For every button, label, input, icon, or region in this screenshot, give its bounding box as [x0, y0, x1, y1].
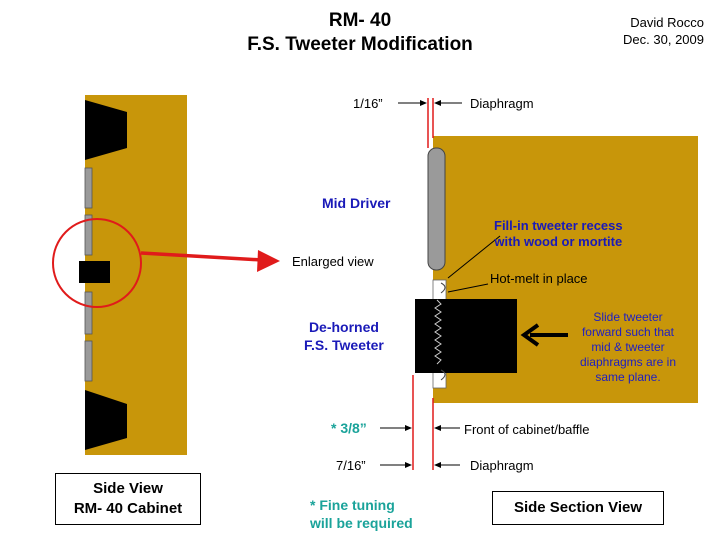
dehorned-label: De-horned F.S. Tweeter: [304, 318, 384, 354]
lower-horn-driver: [85, 390, 127, 450]
arrow-tip: [405, 425, 412, 431]
slide-tweeter-note: Slide tweeter forward such that mid & tw…: [568, 310, 688, 385]
driver-bar: [84, 291, 93, 335]
enlarge-arrow-head: [257, 250, 280, 272]
tweeter-diaphragm: [434, 299, 442, 365]
tweeter-body: [415, 299, 517, 373]
enlarge-circle: [52, 218, 142, 308]
tweeter-small: [79, 261, 110, 283]
author-name: David Rocco: [630, 15, 704, 30]
slide-arrow-head: [520, 323, 540, 347]
fill-in-line-2: with wood or mortite: [494, 234, 623, 249]
bottom-diaphragm-label: Diaphragm: [470, 458, 534, 473]
title-line-1: RM- 40: [328, 10, 392, 31]
arrow-tip: [434, 462, 441, 468]
driver-bar: [84, 340, 93, 382]
fine-tuning-line-1: * Fine tuning: [310, 497, 395, 513]
slide-line-2: forward such that: [581, 325, 675, 339]
front-cabinet-label: Front of cabinet/baffle: [464, 422, 590, 437]
fill-in-label: Fill-in tweeter recess with wood or mort…: [494, 218, 623, 250]
side-view-line-1: Side View: [93, 480, 163, 497]
hot-melt-mark: [440, 369, 446, 381]
top-gap-label: 1/16”: [353, 96, 383, 111]
side-view-line-2: RM- 40 Cabinet: [73, 500, 183, 517]
slide-line-3: mid & tweeter: [591, 340, 665, 354]
fine-tuning-line-2: will be required: [310, 515, 413, 531]
slide-line-1: Slide tweeter: [593, 310, 663, 324]
arrow-tip: [434, 425, 441, 431]
slide-line-5: same plane.: [595, 370, 661, 384]
slide-line-4: diaphragms are in: [579, 355, 677, 369]
top-diaphragm-label: Diaphragm: [470, 96, 534, 111]
arrow-tip: [434, 100, 441, 106]
fill-in-leader: [447, 235, 501, 279]
hot-melt-leader: [447, 283, 489, 293]
three-eighths-label: * 3/8”: [331, 420, 367, 436]
driver-bar: [84, 214, 93, 256]
dehorned-line-2: F.S. Tweeter: [304, 337, 384, 353]
author-block: David Rocco Dec. 30, 2009: [623, 14, 704, 48]
author-date: Dec. 30, 2009: [623, 32, 704, 47]
hot-melt-label: Hot-melt in place: [490, 271, 588, 286]
title-line-2: F.S. Tweeter Modification: [247, 34, 473, 55]
fill-in-line-1: Fill-in tweeter recess: [494, 218, 623, 233]
mid-driver-label: Mid Driver: [322, 195, 391, 211]
seven-sixteenths-label: 7/16”: [336, 458, 366, 473]
mid-driver-shape: [427, 147, 446, 271]
arrow-tip: [405, 462, 412, 468]
upper-horn-driver: [85, 100, 127, 160]
enlarged-view-label: Enlarged view: [292, 254, 374, 269]
side-section-box: Side Section View: [492, 491, 664, 525]
hot-melt-mark: [440, 282, 446, 294]
enlarge-arrow-line: [140, 251, 263, 262]
side-view-box: Side View RM- 40 Cabinet: [55, 473, 201, 525]
driver-bar: [84, 167, 93, 209]
fine-tuning-note: * Fine tuning will be required: [310, 496, 413, 532]
dehorned-line-1: De-horned: [308, 319, 379, 335]
arrow-tip: [420, 100, 427, 106]
